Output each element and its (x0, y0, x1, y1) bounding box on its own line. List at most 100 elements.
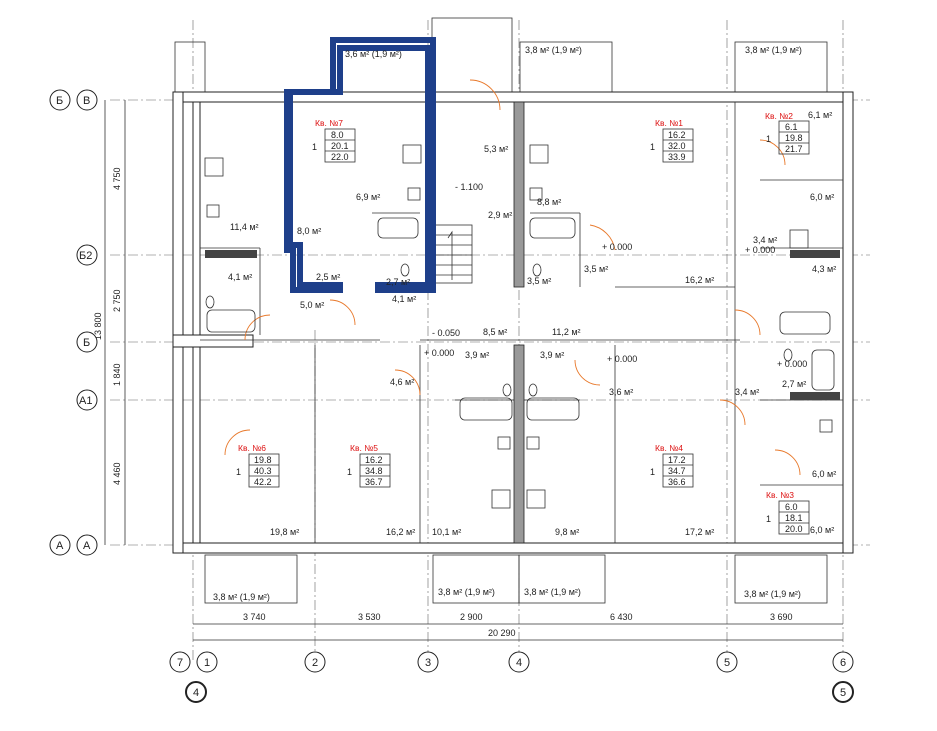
svg-text:5: 5 (840, 687, 846, 699)
room-area: 6,0 м² (810, 192, 834, 202)
room-area: 3,9 м² (540, 350, 564, 360)
room-area: 3,9 м² (465, 350, 489, 360)
dimension-label: 2 900 (460, 612, 483, 622)
stove-icon (491, 489, 511, 509)
balcony-label: 3,8 м² (1,9 м²) (745, 45, 802, 55)
svg-text:Б2: Б2 (79, 250, 92, 262)
level-mark: - 1.100 (455, 182, 483, 192)
level-mark: + 0.000 (607, 354, 637, 364)
column-axis-markers: 7 1 2 3 4 5 6 4 5 (169, 651, 854, 703)
stove-icon (529, 144, 549, 164)
dimension-label: 4 460 (112, 462, 122, 485)
svg-text:33.9: 33.9 (668, 152, 686, 162)
room-area: 4,6 м² (390, 377, 414, 387)
svg-text:6.1: 6.1 (785, 122, 798, 132)
room-area: 8,5 м² (483, 327, 507, 337)
svg-text:17.2: 17.2 (668, 455, 686, 465)
left-dimensions: 4 750 2 750 1 840 4 460 13 800 (93, 100, 126, 545)
fixtures (204, 144, 840, 509)
balcony-label: 3,6 м² (1,9 м²) (345, 49, 402, 59)
sink-icon (497, 436, 511, 450)
room-area: 11,2 м² (552, 327, 581, 337)
svg-text:Кв. №4: Кв. №4 (655, 443, 683, 453)
svg-text:Кв. №1: Кв. №1 (655, 118, 683, 128)
level-mark: - 0.050 (432, 328, 460, 338)
toilet-icon (532, 263, 542, 277)
dimension-label: 3 530 (358, 612, 381, 622)
room-area: 6,0 м² (812, 469, 836, 479)
svg-text:42.2: 42.2 (254, 477, 272, 487)
svg-text:20.0: 20.0 (785, 524, 803, 534)
room-area: 3,6 м² (609, 387, 633, 397)
outer-walls (172, 91, 854, 554)
bottom-dimensions: 3 740 3 530 2 900 6 430 3 690 20 290 (193, 612, 843, 641)
room-area: 19,8 м² (270, 527, 299, 537)
svg-text:1: 1 (347, 467, 352, 477)
svg-text:36.7: 36.7 (365, 477, 383, 487)
sink-icon (529, 187, 543, 201)
dimension-label: 2 750 (112, 289, 122, 312)
bathtub-icon (526, 397, 580, 421)
svg-text:34.8: 34.8 (365, 466, 383, 476)
sink-icon (206, 204, 220, 218)
room-area: 3,5 м² (527, 276, 551, 286)
svg-text:1: 1 (236, 467, 241, 477)
balcony-label: 3,8 м² (1,9 м²) (524, 587, 581, 597)
sink-icon (526, 436, 540, 450)
room-area: 5,3 м² (484, 144, 508, 154)
kitchen-counter (790, 392, 840, 400)
svg-text:3: 3 (425, 657, 431, 669)
svg-text:Кв. №5: Кв. №5 (350, 443, 378, 453)
door-swings (224, 79, 801, 476)
bathtub-icon (459, 397, 513, 421)
svg-text:6: 6 (840, 657, 846, 669)
level-mark: + 0.000 (745, 245, 775, 255)
level-mark: + 0.000 (424, 348, 454, 358)
room-area: 17,2 м² (685, 527, 714, 537)
stove-icon (789, 229, 809, 249)
kitchen-counter (790, 250, 840, 258)
svg-text:1: 1 (766, 514, 771, 524)
apartment-2-label: Кв. №2 1 6.1 19.8 21.7 (765, 111, 810, 155)
svg-text:1: 1 (204, 657, 210, 669)
svg-text:21.7: 21.7 (785, 144, 803, 154)
apartment-7-outline (284, 37, 436, 293)
toilet-icon (783, 348, 793, 362)
svg-text:Кв. №6: Кв. №6 (238, 443, 266, 453)
room-area: 10,1 м² (432, 527, 461, 537)
balcony-label: 3,8 м² (1,9 м²) (213, 592, 270, 602)
svg-text:8.0: 8.0 (331, 130, 344, 140)
stove-icon (204, 157, 224, 177)
room-area: 8,0 м² (297, 226, 321, 236)
svg-text:Б: Б (56, 95, 63, 107)
toilet-icon (400, 263, 410, 277)
dimension-total: 13 800 (93, 312, 103, 340)
level-mark: + 0.000 (602, 242, 632, 252)
room-area: 16,2 м² (685, 275, 714, 285)
balcony-label: 3,8 м² (1,9 м²) (744, 589, 801, 599)
kitchen-counter (205, 250, 257, 258)
room-area: 9,8 м² (555, 527, 579, 537)
svg-text:36.6: 36.6 (668, 477, 686, 487)
svg-text:4: 4 (193, 687, 199, 699)
room-area: 3,5 м² (584, 264, 608, 274)
room-area: 2,5 м² (316, 272, 340, 282)
svg-text:А1: А1 (79, 395, 92, 407)
toilet-icon (502, 383, 512, 397)
apartment-5-label: Кв. №5 1 16.2 34.8 36.7 (347, 443, 391, 488)
room-area: 2,7 м² (386, 277, 410, 287)
room-area: 11,4 м² (230, 222, 259, 232)
bathtub-icon (811, 349, 835, 391)
svg-text:Кв. №7: Кв. №7 (315, 118, 343, 128)
svg-text:А: А (56, 540, 64, 552)
svg-text:2: 2 (312, 657, 318, 669)
svg-text:5: 5 (724, 657, 730, 669)
balconies (174, 17, 828, 604)
svg-text:40.3: 40.3 (254, 466, 272, 476)
room-area-group: 11,4 м² 4,1 м² 8,0 м² 6,9 м² 2,5 м² 2,7 … (228, 110, 836, 537)
room-area: 8,8 м² (537, 197, 561, 207)
svg-text:4: 4 (516, 657, 522, 669)
svg-text:34.7: 34.7 (668, 466, 686, 476)
apartment-6-label: Кв. №6 1 19.8 40.3 42.2 (236, 443, 280, 488)
